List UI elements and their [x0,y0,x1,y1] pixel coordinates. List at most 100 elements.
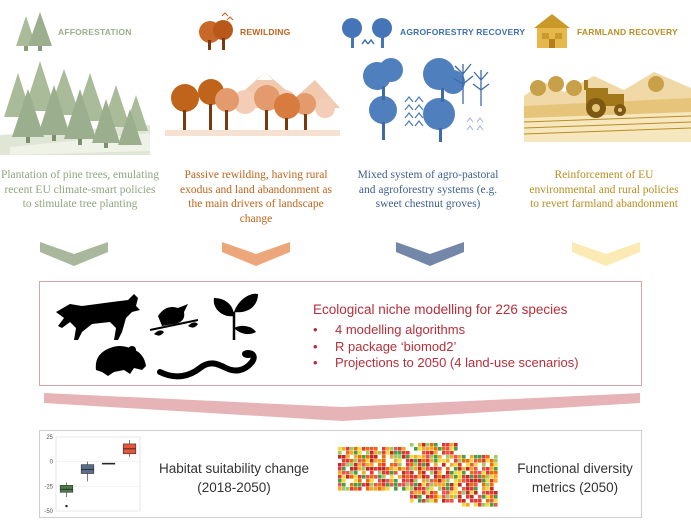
map-cell [446,471,450,475]
map-cell [478,503,482,507]
niche-item-algorithms: 4 modelling algorithms [313,322,579,339]
map-cell [466,479,470,483]
map-cell [486,479,490,483]
map-cell [490,475,494,479]
map-cell [470,491,474,495]
niche-modelling-list: 4 modelling algorithms R package ‘biomod… [313,322,579,372]
map-cell [470,479,474,483]
map-cell [478,479,482,483]
map-cell [450,443,454,447]
map-cell [398,455,402,459]
scenario-description-farmland: Reinforcement of EU environmental and ru… [529,169,679,210]
map-cell [482,495,486,499]
map-cell [442,459,446,463]
map-cell [426,475,430,479]
map-cell [390,451,394,455]
map-cell [342,467,346,471]
map-cell [458,499,462,503]
map-cell [430,479,434,483]
map-cell [430,471,434,475]
map-cell [342,483,346,487]
y-tick-label: 25 [46,435,53,441]
map-cell [454,471,458,475]
map-cell [342,447,346,451]
niche-modelling-title: Ecological niche modelling for 226 speci… [313,302,568,317]
map-cell [414,487,418,491]
map-cell [450,491,454,495]
map-cell [426,443,430,447]
map-cell [486,459,490,463]
map-cell [354,471,358,475]
map-cell [434,447,438,451]
map-cell [478,455,482,459]
map-cell [366,463,370,467]
map-cell [398,467,402,471]
map-cell [382,455,386,459]
map-cell [442,487,446,491]
map-cell [410,455,414,459]
map-cell [398,459,402,463]
map-cell [410,443,414,447]
map-cell [434,475,438,479]
map-cell [486,491,490,495]
map-cell [418,471,422,475]
map-cell [382,479,386,483]
map-cell [338,455,342,459]
map-cell [370,459,374,463]
map-cell [458,471,462,475]
map-cell [426,479,430,483]
map-cell [362,483,366,487]
map-cell [482,467,486,471]
map-cell [346,447,350,451]
map-cell [478,475,482,479]
map-cell [422,483,426,487]
map-cell [418,463,422,467]
map-cell [342,459,346,463]
map-cell [358,467,362,471]
map-cell [482,463,486,467]
map-cell [466,463,470,467]
map-cell [494,475,498,479]
map-cell [358,479,362,483]
map-cell [402,475,406,479]
map-cell [382,447,386,451]
map-cell [450,483,454,487]
map-cell [390,479,394,483]
map-cell [450,455,454,459]
map-cell [370,479,374,483]
map-cell [414,491,418,495]
farmhouse-icon [534,14,570,48]
map-cell [382,467,386,471]
map-cell [482,455,486,459]
map-cell [478,471,482,475]
map-cell [430,487,434,491]
map-cell [462,487,466,491]
map-cell [382,451,386,455]
map-cell [362,455,366,459]
map-cell [434,491,438,495]
map-cell [446,455,450,459]
map-cell [486,499,490,503]
map-cell [438,495,442,499]
map-cell [394,479,398,483]
map-cell [394,487,398,491]
map-cell [434,471,438,475]
map-cell [378,483,382,487]
map-cell [450,495,454,499]
map-cell [390,455,394,459]
map-cell [458,459,462,463]
habitat-line-1: Habitat suitability change [158,461,310,476]
map-cell [482,487,486,491]
map-cell [422,463,426,467]
map-cell [370,467,374,471]
map-cell [410,471,414,475]
map-cell [478,499,482,503]
map-cell [366,459,370,463]
map-cell [442,475,446,479]
map-cell [354,483,358,487]
map-cell [358,475,362,479]
map-cell [470,471,474,475]
map-cell [390,471,394,475]
map-cell [374,475,378,479]
map-cell [494,471,498,475]
